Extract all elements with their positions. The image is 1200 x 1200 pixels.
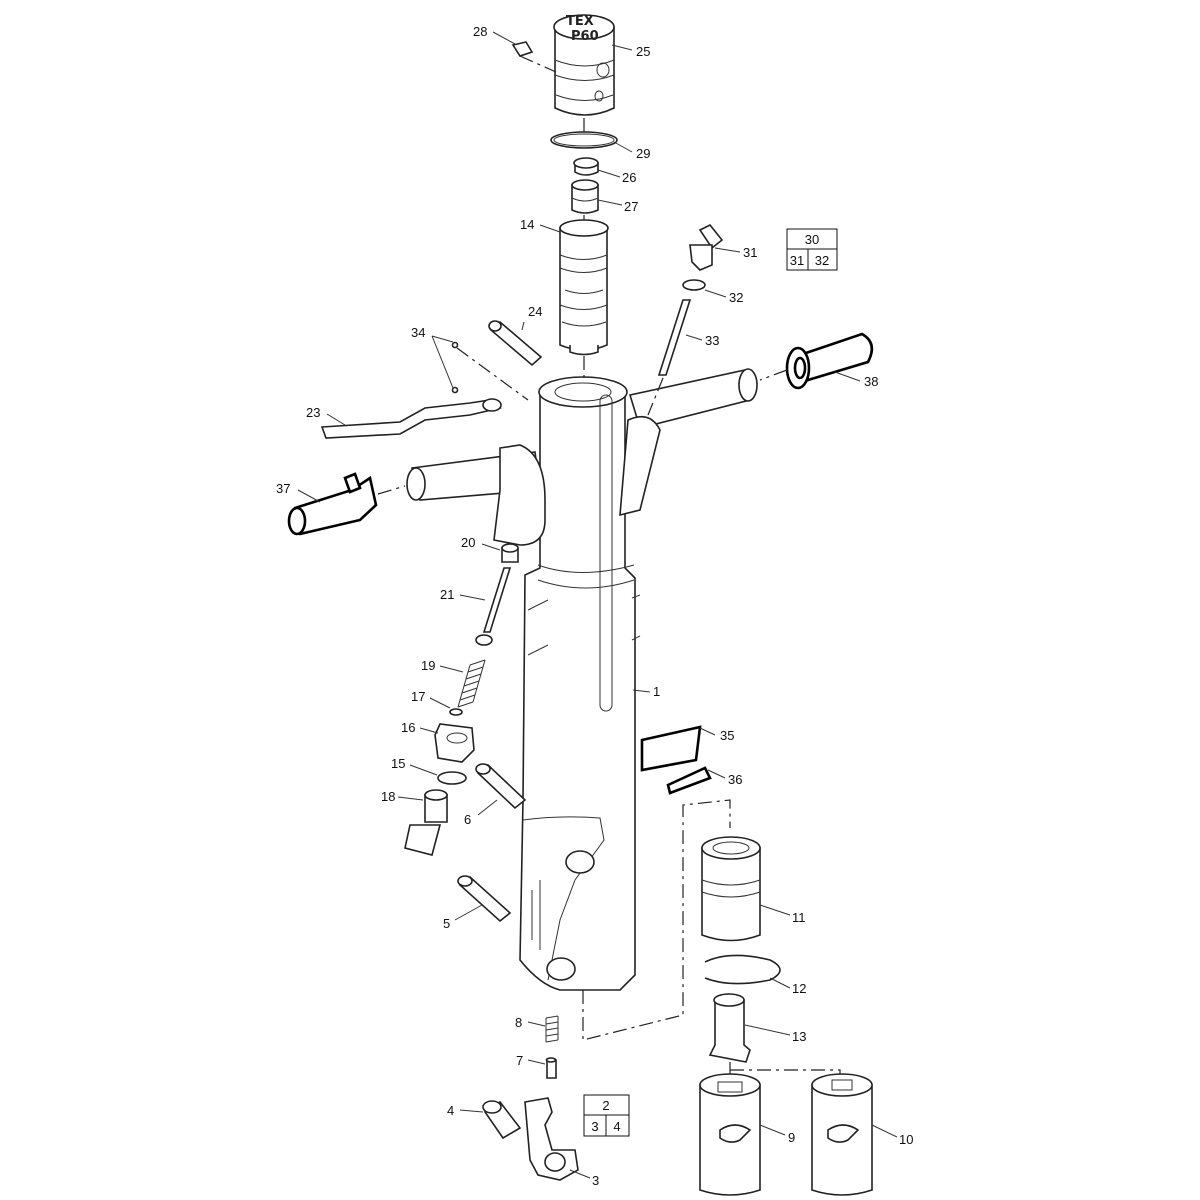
callout-6: 6 [464, 812, 471, 827]
callout-36: 36 [728, 772, 742, 787]
callout-12: 12 [792, 981, 806, 996]
part-15-oring [437, 771, 467, 785]
part-3-latch [524, 1097, 579, 1181]
part-6-pin [475, 763, 527, 810]
axis-37 [377, 485, 406, 495]
axis-34 [456, 347, 529, 401]
part-37-grip [287, 472, 378, 536]
callout-20: 20 [461, 535, 475, 550]
callout-8: 8 [515, 1015, 522, 1030]
callout-10: 10 [899, 1132, 913, 1147]
callout-32: 32 [729, 290, 743, 305]
part-8-spring [545, 1015, 559, 1043]
kit-2-parent: 2 [602, 1098, 609, 1113]
part-35-label [640, 725, 702, 772]
callout-31: 31 [743, 245, 757, 260]
handles [406, 368, 758, 546]
engraving-line2: P60 [571, 29, 599, 44]
part-27-nut [571, 179, 599, 214]
part-1-main-body [519, 376, 641, 991]
engraving-line1: TEX [566, 14, 594, 29]
part-31-valve [689, 223, 724, 271]
callout-26: 26 [622, 170, 636, 185]
callout-4: 4 [447, 1103, 454, 1118]
part-32-ring [682, 279, 706, 291]
callout-15: 15 [391, 756, 405, 771]
callout-11: 11 [792, 910, 806, 925]
part-33-rod [657, 299, 692, 376]
callout-35: 35 [720, 728, 734, 743]
part-14-piston [559, 219, 609, 356]
callout-38: 38 [864, 374, 878, 389]
callout-25: 25 [636, 44, 650, 59]
part-13-sleeve [708, 993, 751, 1063]
callout-37: 37 [276, 481, 290, 496]
callout-13: 13 [792, 1029, 806, 1044]
callout-16: 16 [401, 720, 415, 735]
callout-34: 34 [411, 325, 425, 340]
part-25-cap: TEX P60 [553, 14, 615, 116]
part-34-screws [451, 341, 459, 394]
part-18-fitting [404, 789, 448, 856]
part-16-nut [434, 723, 475, 763]
callout-21: 21 [440, 587, 454, 602]
axis-main [582, 799, 731, 1041]
part-38-grip [785, 332, 874, 390]
part-19-spring [457, 659, 486, 708]
callout-23: 23 [306, 405, 320, 420]
axis-33 [647, 377, 664, 416]
callout-24: 24 [528, 304, 542, 319]
kit-30-child-32: 32 [815, 253, 829, 268]
kit-30-parent: 30 [805, 232, 819, 247]
callout-5: 5 [443, 916, 450, 931]
callout-14: 14 [520, 217, 534, 232]
part-7-pin [545, 1057, 557, 1079]
callout-18: 18 [381, 789, 395, 804]
part-21-valve-stem [475, 567, 512, 646]
part-12-ring [704, 954, 781, 985]
part-26-disc [573, 157, 599, 176]
leader-lines [297, 31, 898, 1179]
part-24-pin [488, 320, 543, 367]
part-20-seal [501, 543, 519, 563]
part-4-bushing [482, 1100, 522, 1140]
callout-3: 3 [592, 1173, 599, 1188]
callout-19: 19 [421, 658, 435, 673]
part-23-lever [320, 398, 502, 439]
callout-27: 27 [624, 199, 638, 214]
part-36-label [666, 766, 712, 795]
callout-33: 33 [705, 333, 719, 348]
part-10-chuck [811, 1073, 873, 1196]
part-11-bushing [701, 836, 761, 942]
callout-9: 9 [788, 1130, 795, 1145]
kit-30-child-31: 31 [790, 253, 804, 268]
kit-2-child-4: 4 [613, 1119, 620, 1134]
callout-28: 28 [473, 24, 487, 39]
part-9-chuck [699, 1073, 761, 1196]
callout-7: 7 [516, 1053, 523, 1068]
kit-table-30: 30 31 32 [786, 228, 838, 271]
axis-28 [519, 55, 557, 73]
part-28-pin [511, 41, 534, 57]
kit-2-child-3: 3 [591, 1119, 598, 1134]
part-29-oring [550, 131, 618, 149]
kit-table-2: 2 3 4 [583, 1094, 630, 1137]
callouts: 28 25 29 26 27 14 31 32 24 33 34 38 23 3… [276, 24, 913, 1188]
axis-38 [759, 369, 788, 381]
part-17-ring [449, 708, 463, 716]
callout-1: 1 [653, 684, 660, 699]
callout-17: 17 [411, 689, 425, 704]
callout-29: 29 [636, 146, 650, 161]
part-5-pin [457, 875, 512, 923]
